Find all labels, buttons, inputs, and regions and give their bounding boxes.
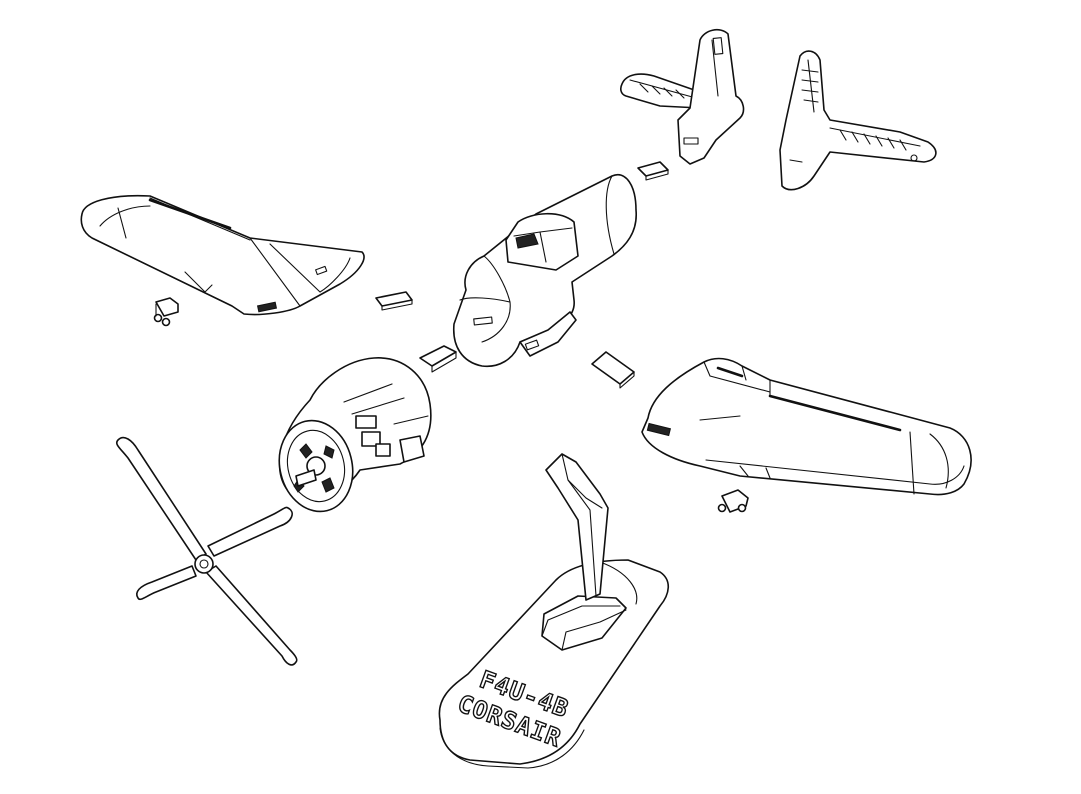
display-stand: F4U-4B CORSAIR — [438, 453, 670, 769]
wing-joiner-tab-left — [375, 291, 413, 311]
propeller — [115, 436, 298, 666]
engine-cowling — [278, 357, 432, 513]
right-wing-pin — [717, 489, 749, 513]
wing-joiner-tab-right — [591, 351, 635, 389]
left-wing — [80, 194, 365, 316]
fuselage — [453, 173, 637, 368]
nose-joiner-tab — [419, 345, 457, 373]
right-wing — [641, 357, 972, 496]
tail-joiner-tab — [637, 161, 669, 181]
left-wing-pin — [153, 297, 179, 327]
left-tailplane — [620, 28, 745, 165]
right-tailplane — [779, 50, 937, 191]
